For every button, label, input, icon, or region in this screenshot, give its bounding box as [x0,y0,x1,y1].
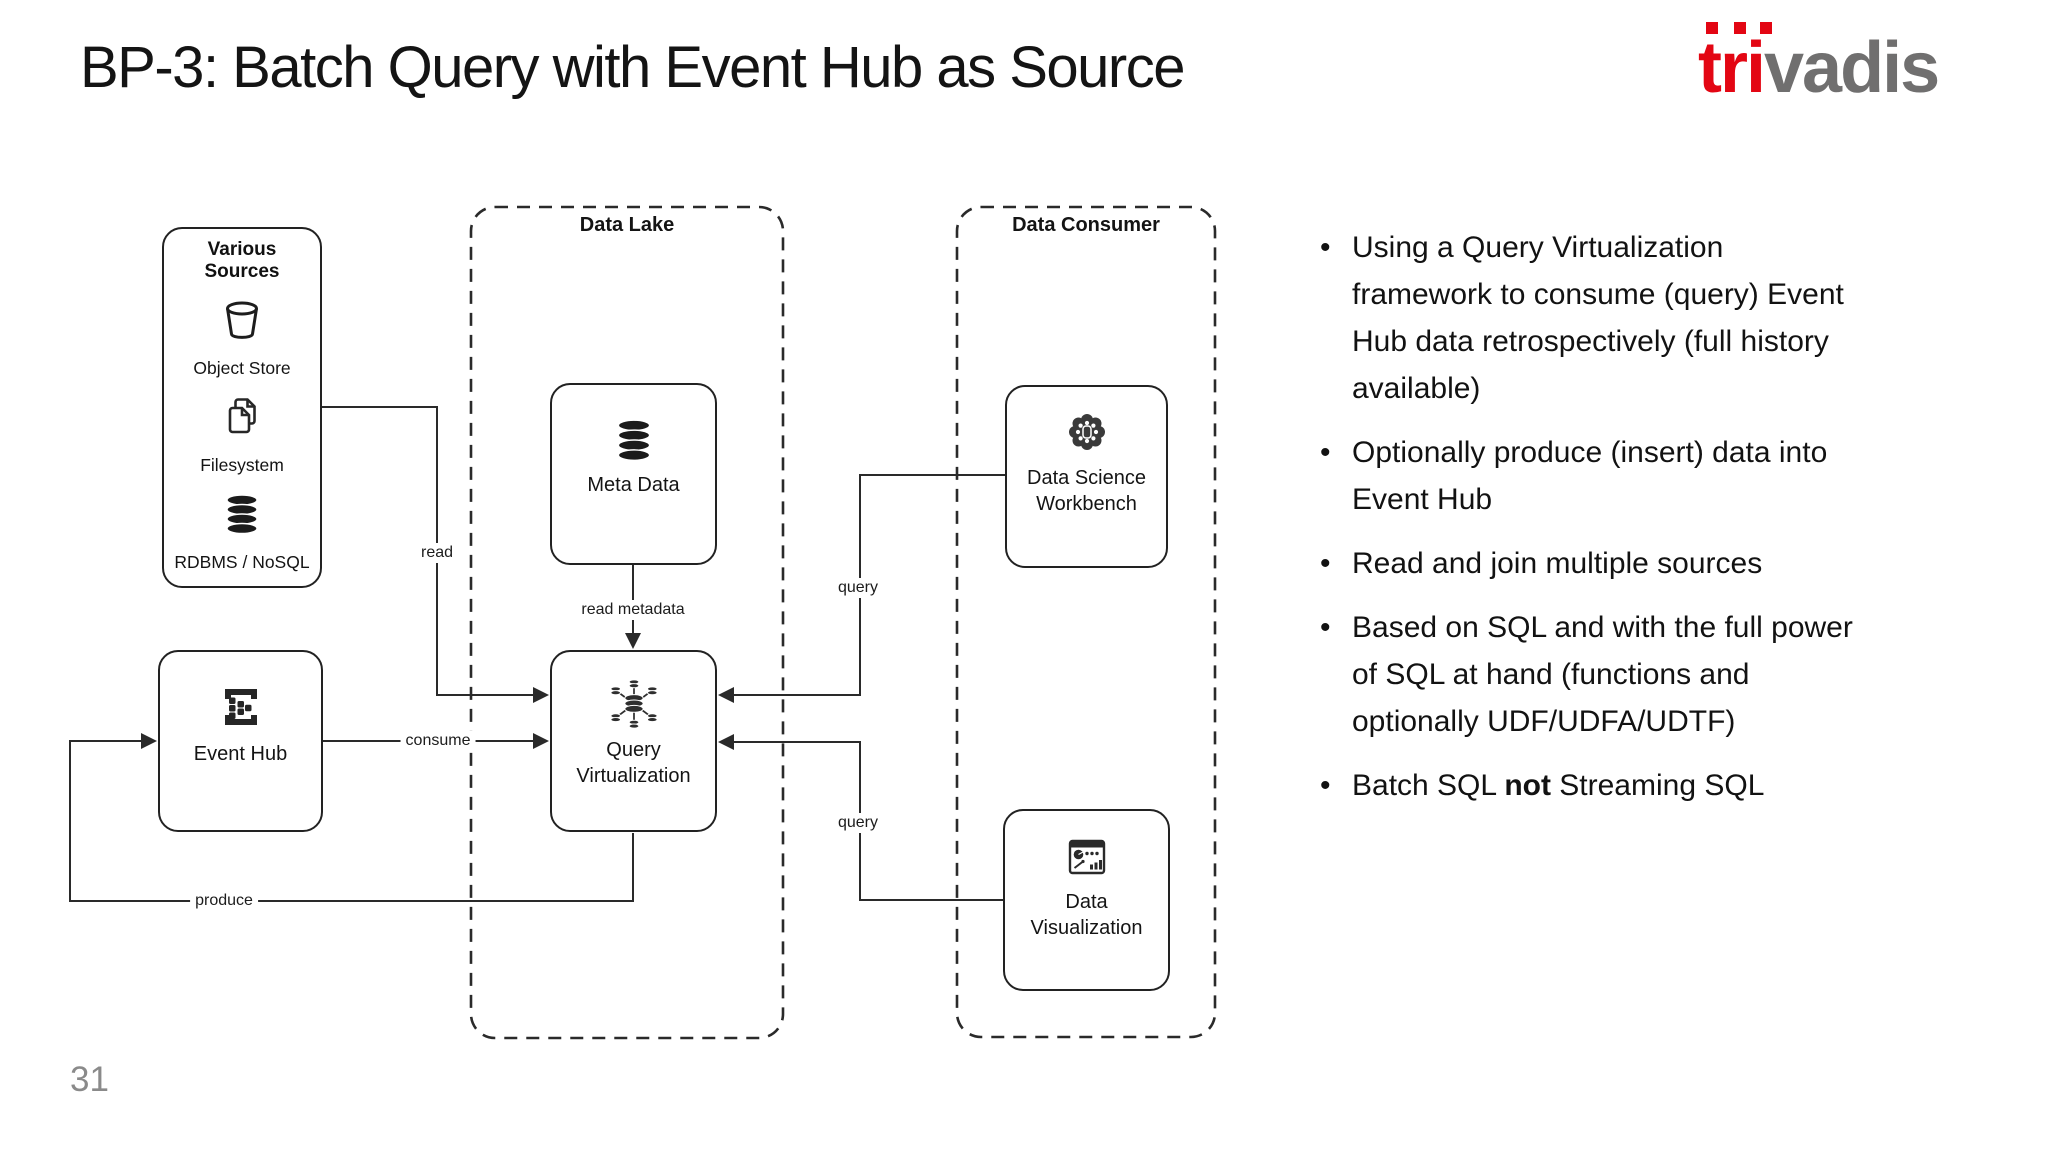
bullet-text: Based on SQL and with the full power of … [1352,611,1853,738]
dashboard-window-icon [1068,839,1105,875]
arrowhead [718,687,734,703]
node-event-hub: Event Hub [158,650,323,832]
node-title: Various Sources [204,239,280,282]
bullet-text: Optionally produce (insert) data into Ev… [1352,436,1828,516]
arrowhead [625,633,641,649]
arrowhead [533,687,549,703]
arrowhead [533,733,549,749]
arrowhead [718,734,734,750]
bullet-text: Streaming SQL [1550,769,1765,802]
bullet-item: Optionally produce (insert) data into Ev… [1316,429,1861,523]
database-stack-icon [226,494,258,535]
group-title-data-lake: Data Lake [579,214,675,236]
bullet-text: Read and join multiple sources [1352,547,1763,580]
node-data-science-workbench: Data Science Workbench [1005,385,1168,568]
bullet-item: Using a Query Virtualization framework t… [1316,224,1861,412]
edge-produce-line [69,740,634,902]
node-query-virtualization: Query Virtualization [550,650,717,832]
node-label: Meta Data [587,473,680,496]
page-title: BP-3: Batch Query with Event Hub as Sour… [80,35,1186,100]
data-lake-border [469,205,785,1040]
copy-files-icon [228,398,256,434]
data-consumer-border [955,205,1217,1039]
node-item-label: RDBMS / NoSQL [174,552,310,573]
node-meta-data: Meta Data [550,383,717,565]
bullet-list: Using a Query Virtualization framework t… [1316,224,1861,826]
node-various-sources: Various Sources Object Store Filesystem … [162,227,322,588]
bullet-text: Batch SQL [1352,769,1505,802]
trivadis-logo: trivadis [1698,16,2028,111]
logo-dot [1734,22,1746,34]
node-item-label: Filesystem [200,455,284,476]
edge-label-read-metadata: read metadata [576,600,690,620]
page-number: 31 [70,1060,109,1099]
bullet-text-bold: not [1504,769,1551,802]
logo-text-gray: vadis [1764,28,1940,108]
node-label: Event Hub [193,742,288,765]
edge-label-produce: produce [190,891,258,911]
logo-text-red: tri [1698,28,1766,108]
edge-label-query-top: query [832,578,884,598]
logo-dot [1706,22,1718,34]
logo-dot [1760,22,1772,34]
node-label: Data Science Workbench [1027,466,1146,515]
bullet-item: Based on SQL and with the full power of … [1316,604,1861,745]
node-label: Data Visualization [1030,891,1143,939]
bullet-item: Batch SQL not Streaming SQL [1316,762,1861,809]
database-stack-icon [617,418,650,461]
logo-wordmark: trivadis [1698,32,1940,104]
arrowhead [141,733,157,749]
edge-label-query-bottom: query [832,813,884,833]
bullet-item: Read and join multiple sources [1316,540,1861,587]
bucket-icon [226,301,258,339]
rosette-icon [1068,413,1105,450]
node-label: Query Virtualization [576,738,691,787]
node-item-label: Object Store [193,358,291,379]
node-data-visualization: Data Visualization [1003,809,1170,991]
edge-label-read: read [415,543,459,563]
group-title-data-consumer: Data Consumer [1012,214,1160,236]
edge-label-consume: consume [400,731,476,751]
bullet-text: Using a Query Virtualization framework t… [1352,231,1844,405]
event-hub-icon [224,688,257,725]
db-federation-icon [609,678,658,729]
